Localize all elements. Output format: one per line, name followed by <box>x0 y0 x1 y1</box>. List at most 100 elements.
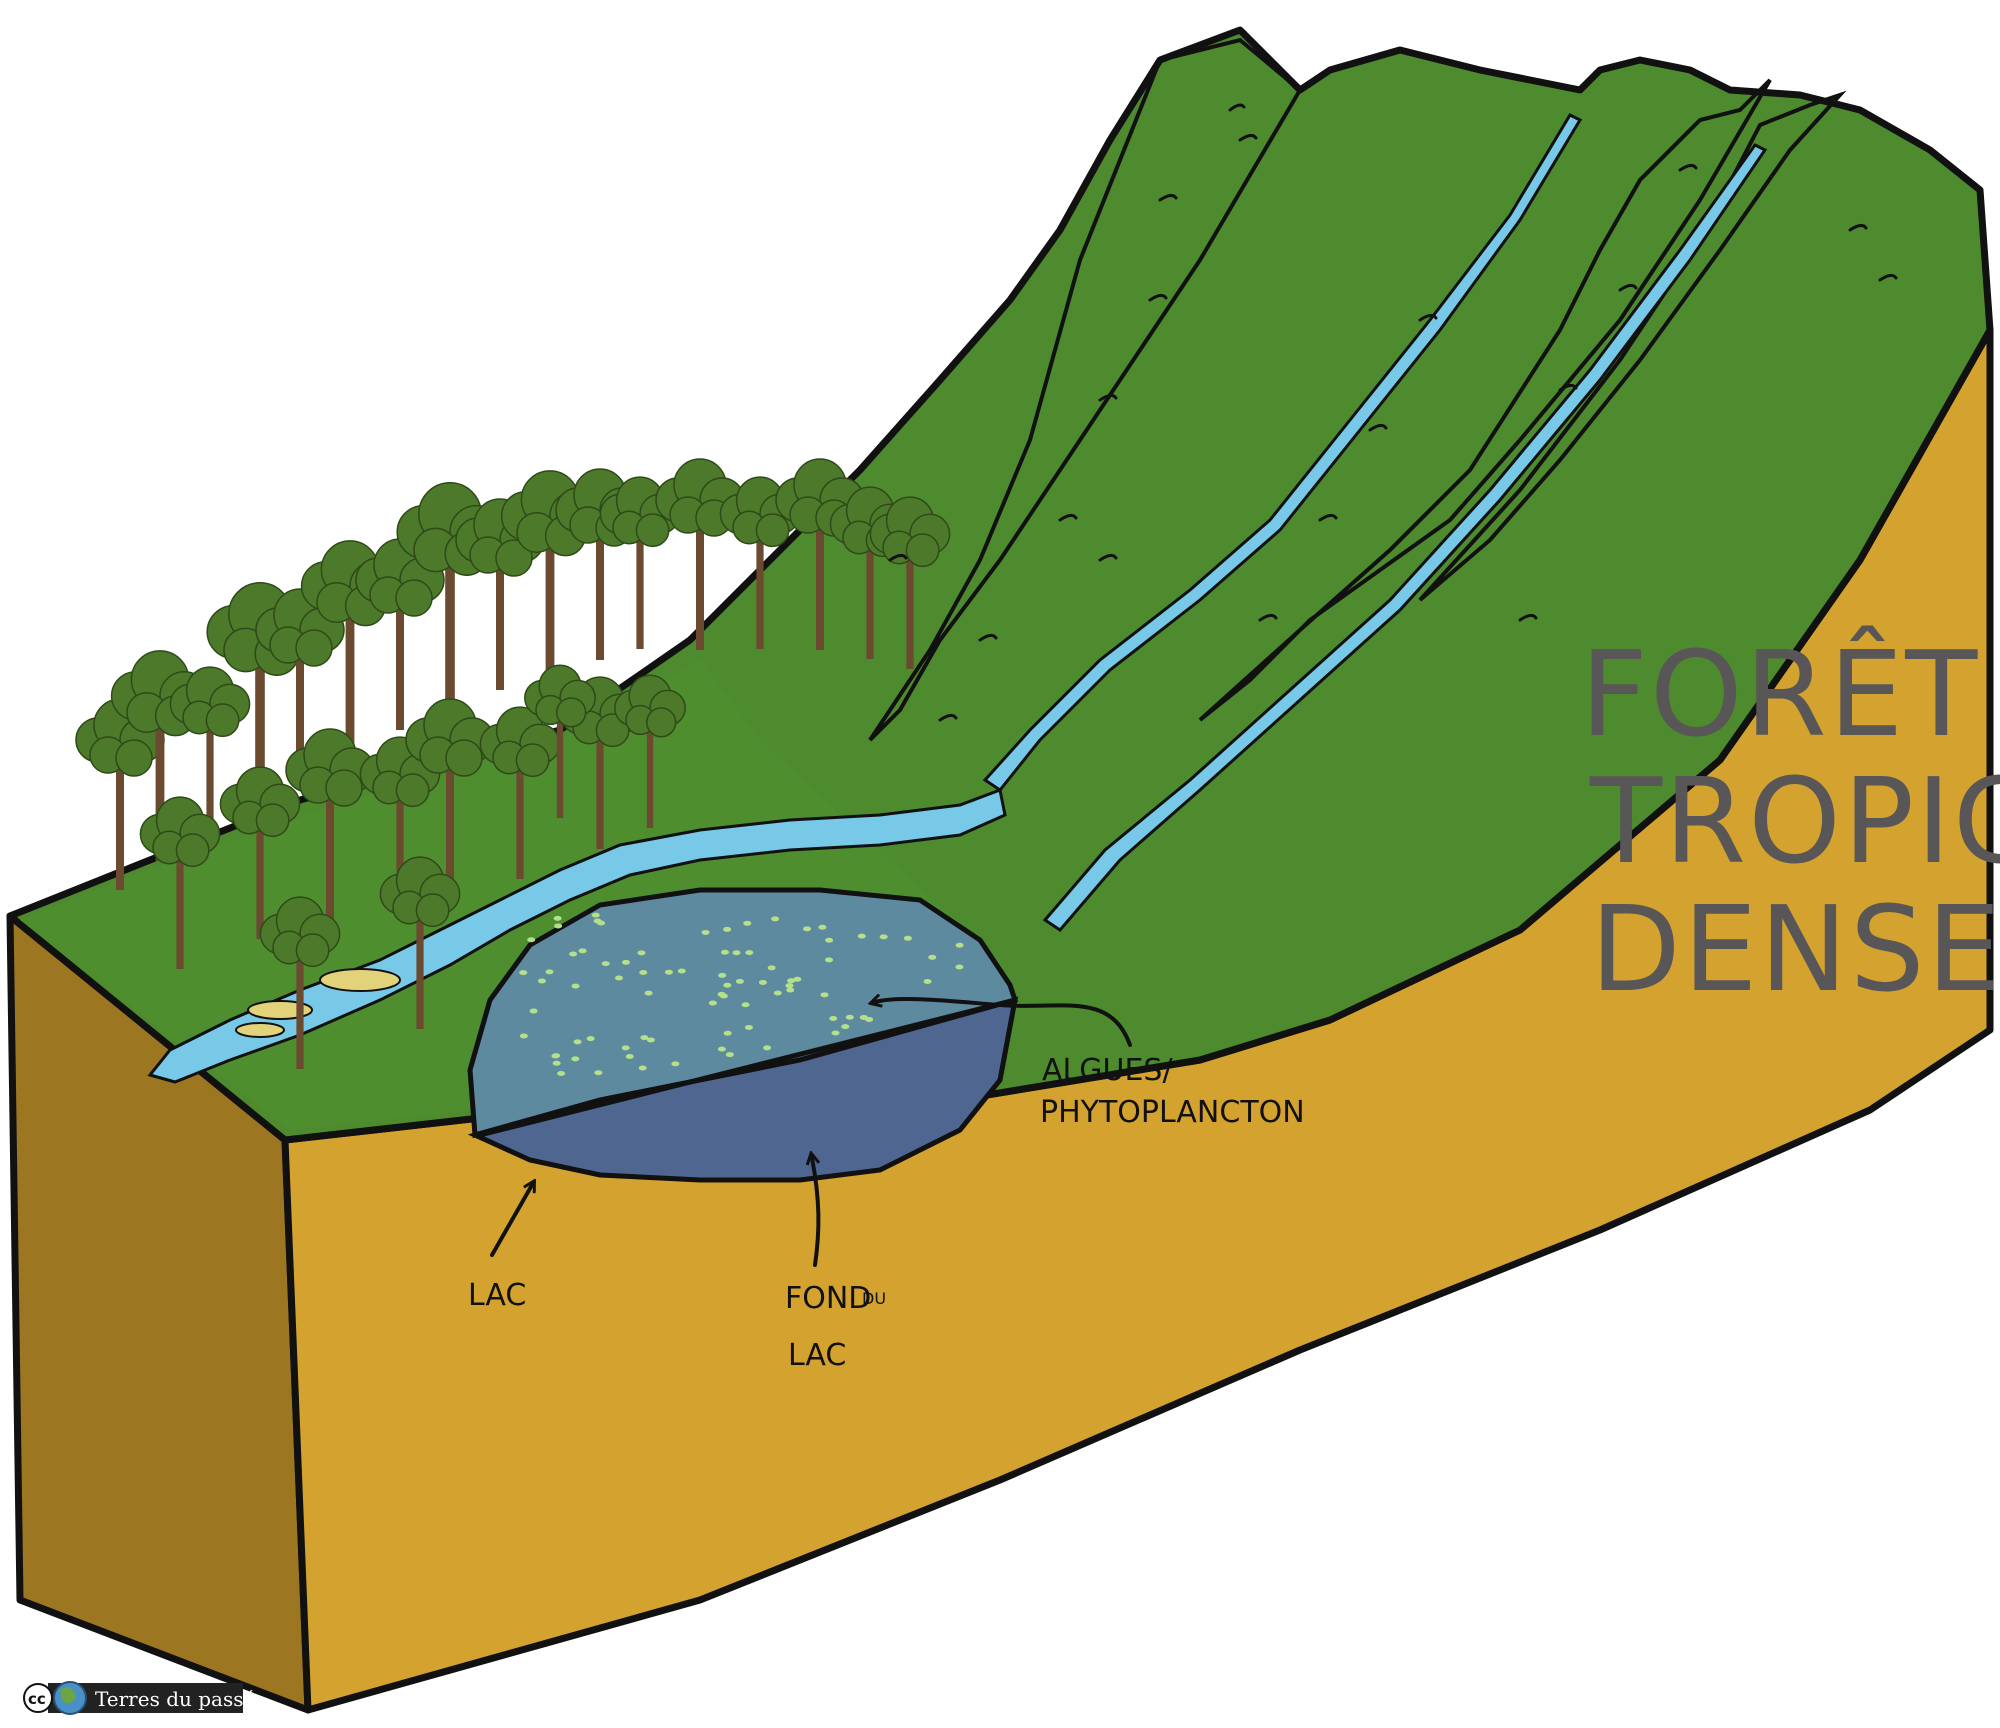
tree-trunk <box>396 783 404 909</box>
algae-dot <box>923 979 932 985</box>
lake-label: LAC <box>468 1278 526 1313</box>
algae-dot <box>723 982 732 988</box>
tree <box>259 896 341 1069</box>
algae-dot <box>723 926 732 932</box>
algae-dot <box>552 1060 561 1066</box>
cc-symbol: cc <box>28 1690 46 1708</box>
tree-canopy <box>395 579 433 617</box>
tree-trunk <box>516 753 524 879</box>
tree-canopy <box>755 513 790 548</box>
sandbar-1 <box>319 968 401 992</box>
algae-dot <box>621 1045 630 1051</box>
sand-ridge-3 <box>1418 90 1847 602</box>
algae-dot <box>646 1037 655 1043</box>
tree-trunk <box>696 510 704 650</box>
algae-dot <box>773 990 782 996</box>
sand-ridge-2 <box>1198 78 1772 722</box>
tree <box>379 856 461 1029</box>
algae-dot <box>586 1036 595 1042</box>
algae-dot <box>701 929 710 935</box>
algae-dot <box>771 916 780 922</box>
lake-arrow <box>490 1185 532 1257</box>
tree-trunk <box>636 523 644 649</box>
tree-trunk <box>345 597 355 751</box>
tree-trunk <box>326 780 334 920</box>
algae-dot <box>664 969 673 975</box>
algae-dot <box>879 934 888 940</box>
tree <box>524 664 596 818</box>
algae-dot <box>732 950 741 956</box>
tree <box>219 766 301 939</box>
algae-label-line-1: ALGUES/ <box>1042 1053 1173 1088</box>
algae-dot <box>571 1056 580 1062</box>
tree-trunk <box>446 750 454 890</box>
algae-dot <box>841 1024 850 1030</box>
tree <box>479 706 561 879</box>
tree <box>599 476 681 649</box>
tree-trunk <box>255 644 265 812</box>
sandbar-2 <box>247 1000 313 1020</box>
tree-trunk <box>256 813 264 939</box>
tree-canopy <box>415 893 450 928</box>
tree-trunk <box>906 543 914 669</box>
algae-dot <box>723 1030 732 1036</box>
title-line-1: FORÊT <box>1580 625 1979 763</box>
algae-dot <box>551 1053 560 1059</box>
algae-dot <box>825 957 834 963</box>
forest-trees <box>75 458 951 1069</box>
algae-dot <box>591 912 600 918</box>
algae-dot <box>763 1045 772 1051</box>
algae-dot <box>594 1070 603 1076</box>
algae-dot <box>614 975 623 981</box>
algae-dot <box>578 948 587 954</box>
tree-trunk <box>396 590 404 730</box>
tree-trunk <box>596 723 604 849</box>
algae-dot <box>644 990 653 996</box>
algae-dot <box>845 1014 854 1020</box>
algae-dot <box>767 965 776 971</box>
algae-dot <box>857 933 866 939</box>
algae-dot <box>718 972 727 978</box>
tree-canopy <box>395 773 430 808</box>
tree <box>75 698 165 890</box>
tree-canopy <box>175 833 210 868</box>
tree-trunk <box>206 713 214 839</box>
tree-trunk <box>545 527 555 681</box>
algae-dot <box>735 978 744 984</box>
algae-dot <box>825 937 834 943</box>
tree-trunk <box>496 550 504 690</box>
sand-ridge-1 <box>868 37 1303 742</box>
algae-dot <box>557 1070 566 1076</box>
algae-arrow <box>875 999 1132 1047</box>
tree-trunk <box>296 640 304 780</box>
algae-dot <box>569 951 578 957</box>
algae-dot <box>743 920 752 926</box>
tree-canopy <box>905 533 940 568</box>
tree-trunk <box>116 750 124 890</box>
tree-canopy <box>115 739 153 777</box>
algae-dot <box>829 1016 838 1022</box>
lake-cross-section <box>467 996 1019 1183</box>
algae-dot <box>818 924 827 930</box>
tree-trunk <box>296 943 304 1069</box>
title-line-2: TROPICALE <box>1589 752 2000 890</box>
sandbar-3 <box>235 1022 285 1038</box>
tree-canopy <box>515 743 550 778</box>
algae-dot <box>859 1014 868 1020</box>
tree-trunk <box>155 707 165 861</box>
tree-canopy <box>295 629 333 667</box>
tree <box>719 476 801 649</box>
algae-dot <box>820 992 829 998</box>
algae-dot <box>955 964 964 970</box>
lake-bottom-arrow <box>812 1158 821 1267</box>
tree <box>255 588 345 780</box>
algae-dots <box>519 912 964 1076</box>
tree-trunk <box>646 716 654 828</box>
tree <box>869 496 951 669</box>
algae-dot <box>553 915 562 921</box>
algae-dot <box>786 987 795 993</box>
credit-text: Terres du passé <box>95 1687 255 1711</box>
algae-dot <box>637 950 646 956</box>
lake-divider <box>479 997 1016 1138</box>
